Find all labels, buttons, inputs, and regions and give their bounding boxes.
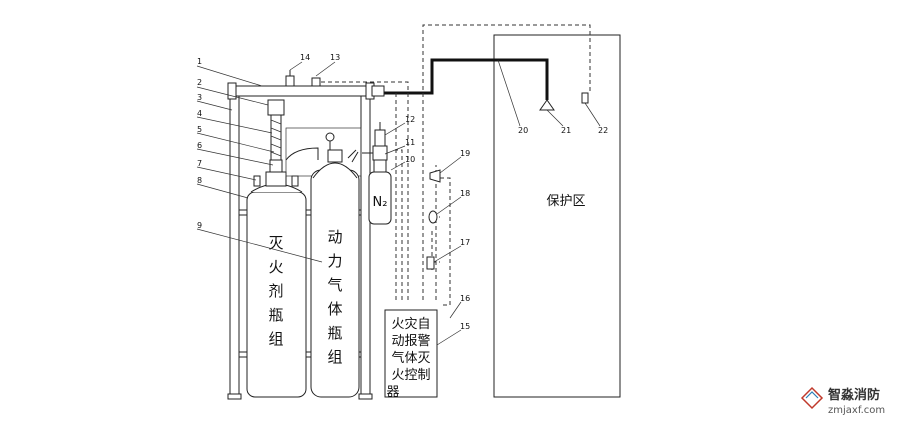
power-gas-cylinder-shoulder: [312, 162, 358, 179]
svg-text:14: 14: [300, 53, 310, 62]
svg-text:灭: 灭: [268, 234, 283, 252]
svg-text:1: 1: [197, 57, 202, 66]
pressure-gauge-right: [291, 175, 299, 187]
svg-text:2: 2: [197, 78, 202, 87]
frame-left-foot: [227, 393, 242, 400]
callout-leaders: [196, 59, 601, 346]
frame-left-post: [229, 95, 240, 397]
nozzle: [539, 99, 555, 111]
pilot-gauge: [325, 132, 335, 142]
manifold-left-cap: [227, 82, 237, 100]
svg-text:气体灭: 气体灭: [391, 350, 430, 366]
n2-label: N₂: [373, 195, 388, 210]
svg-text:瓶: 瓶: [268, 306, 283, 324]
svg-text:12: 12: [405, 115, 415, 124]
fire-detector: [581, 92, 589, 104]
pressure-switch: [285, 75, 295, 87]
svg-text:22: 22: [598, 126, 608, 135]
solenoid-signal-line-top: [318, 81, 409, 300]
solenoid-signal-line-mid: [395, 149, 403, 300]
svg-text:瓶: 瓶: [327, 324, 342, 342]
svg-text:火控制: 火控制: [391, 368, 430, 383]
manifold-outlet: [371, 85, 385, 97]
alarm-bell-line: [440, 177, 451, 306]
frame-right-post: [360, 95, 371, 397]
callout-numbers: 1 2 3 4 5 6 7 8 9 10 11 12 13 14 15 16 1…: [197, 53, 608, 331]
watermark: 智淼消防 zmjaxf.com: [800, 386, 885, 416]
valve-actuator: [269, 159, 283, 173]
svg-text:火灾自: 火灾自: [391, 316, 430, 332]
protected-zone-label: 保护区: [546, 194, 585, 209]
svg-text:19: 19: [460, 149, 470, 158]
fire-controller-label: 火灾自 动报警 气体灭 火控制 器: [386, 316, 430, 400]
pressure-gauge-left: [253, 175, 261, 187]
pilot-hose-end: [347, 149, 359, 163]
safety-valve: [311, 77, 321, 87]
watermark-url: zmjaxf.com: [828, 405, 885, 416]
abort-switch: [426, 256, 435, 270]
svg-text:17: 17: [460, 238, 470, 247]
hose-braid: [270, 119, 282, 157]
extinguishing-cylinder-label: 灭 火 剂 瓶 组: [268, 234, 283, 348]
power-gas-valve: [327, 149, 343, 163]
svg-text:15: 15: [460, 322, 470, 331]
container-valve: [265, 171, 287, 187]
svg-text:18: 18: [460, 189, 470, 198]
detector-signal-line: [422, 24, 591, 300]
svg-text:10: 10: [405, 155, 415, 164]
svg-text:火: 火: [268, 258, 283, 276]
svg-text:8: 8: [197, 176, 202, 185]
svg-text:力: 力: [327, 252, 342, 270]
audible-alarm: [429, 169, 441, 183]
power-gas-cylinder-label: 动 力 气 体 瓶 组: [327, 228, 342, 366]
pilot-pipe: [285, 147, 319, 161]
svg-text:16: 16: [460, 294, 470, 303]
collecting-manifold: [231, 85, 373, 97]
svg-text:20: 20: [518, 126, 528, 135]
solenoid: [374, 129, 386, 147]
watermark-logo-inner-icon: [805, 391, 819, 399]
svg-text:4: 4: [197, 109, 202, 118]
fire-controller-box: [384, 309, 438, 398]
n2-valve: [373, 159, 387, 173]
svg-text:21: 21: [561, 126, 571, 135]
svg-text:器: 器: [386, 385, 399, 400]
protected-zone-room: [493, 34, 621, 398]
svg-text:组: 组: [327, 348, 342, 366]
svg-text:动: 动: [327, 228, 342, 246]
svg-text:13: 13: [330, 53, 340, 62]
svg-text:3: 3: [197, 93, 202, 102]
svg-text:6: 6: [197, 141, 202, 150]
svg-text:动报警: 动报警: [391, 333, 430, 349]
svg-text:5: 5: [197, 125, 202, 134]
svg-text:11: 11: [405, 138, 415, 147]
watermark-brand: 智淼消防: [828, 387, 880, 403]
svg-text:7: 7: [197, 159, 202, 168]
discharge-pipe: [372, 58, 549, 100]
check-valve: [267, 99, 285, 116]
frame-right-foot: [358, 393, 373, 400]
svg-text:组: 组: [268, 330, 283, 348]
svg-text:剂: 剂: [268, 282, 283, 300]
watermark-logo-icon: [800, 386, 824, 410]
warning-light: [428, 210, 438, 224]
startup-valve: [372, 145, 388, 161]
svg-text:体: 体: [327, 300, 342, 318]
svg-text:9: 9: [197, 221, 202, 230]
svg-text:气: 气: [327, 276, 342, 294]
